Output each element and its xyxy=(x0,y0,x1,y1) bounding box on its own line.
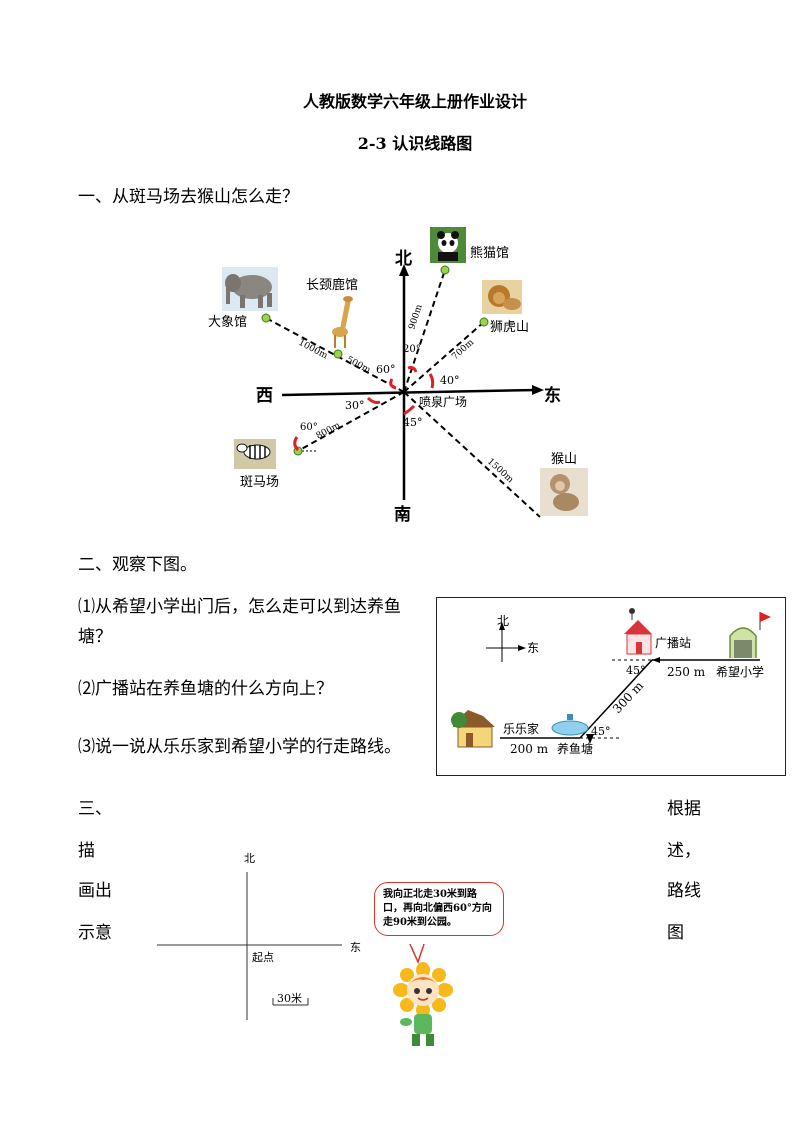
sunflower-mascot-icon xyxy=(393,962,453,1046)
map-north-label: 北 xyxy=(497,614,509,628)
home-label: 乐乐家 xyxy=(503,721,539,736)
section1-heading: 一、从斑马场去猴山怎么走？ xyxy=(78,187,299,207)
panda-label: 熊猫馆 xyxy=(470,245,509,261)
sketch-origin-label: 起点 xyxy=(252,951,274,964)
school-label: 希望小学 xyxy=(716,664,764,679)
fountain-label: 喷泉广场 xyxy=(419,395,467,409)
tiger-picture-icon xyxy=(482,280,522,314)
route-elephant xyxy=(265,317,405,393)
route-tiger xyxy=(403,321,485,393)
angle-arc-20 xyxy=(407,366,418,373)
elephant-node xyxy=(261,313,271,323)
zebra-picture-icon xyxy=(234,439,276,469)
zoo-route-diagram: 北 南 东 西 熊猫馆 长颈鹿馆 大象馆 狮虎山 喷泉广场 斑马场 猴山 100… xyxy=(208,227,588,525)
angle-label-60: 60° xyxy=(376,363,396,376)
angle-label-30: 30° xyxy=(345,399,365,412)
monkey-picture-icon xyxy=(540,468,588,516)
school-gate-icon xyxy=(729,612,771,658)
north-arrow-icon xyxy=(399,264,409,276)
route-map-box xyxy=(436,597,786,776)
angle-label-40: 40° xyxy=(440,374,460,387)
section3-right-1: 根据 xyxy=(667,799,701,819)
giraffe-label: 长颈鹿馆 xyxy=(306,277,358,293)
angle-label-45: 45° xyxy=(403,416,423,429)
section3-right-3: 路线 xyxy=(667,881,701,901)
pond-icon xyxy=(551,714,589,736)
tiger-node xyxy=(479,317,489,327)
distance-200: 200 m xyxy=(510,742,549,756)
section3-right-4: 图 xyxy=(667,923,684,943)
elephant-distance: 1000m xyxy=(297,338,330,362)
distance-300: 300 m xyxy=(610,678,647,716)
sketch-axes: 北 东 起点 30米 xyxy=(157,852,361,1020)
panda-distance: 900m xyxy=(407,303,425,331)
angle-arc-zebra xyxy=(293,436,300,452)
angle-label-zebra-60: 60° xyxy=(300,422,318,433)
elephant-label: 大象馆 xyxy=(208,315,247,330)
section2-heading: 二、观察下图。 xyxy=(78,555,197,575)
giraffe-distance: 500m xyxy=(345,355,373,376)
tiger-label: 狮虎山 xyxy=(490,320,529,335)
angle-45-top: 45° xyxy=(626,664,646,677)
question-2: ⑵广播站在养鱼塘的什么方向上？ xyxy=(78,679,333,699)
zebra-label: 斑马场 xyxy=(240,475,279,490)
page-subtitle: 2-3 认识线路图 xyxy=(357,134,473,153)
section3-left-1: 三、 xyxy=(78,799,112,819)
angle-label-20: 20° xyxy=(403,344,421,355)
angle-45-bottom: 45° xyxy=(591,725,611,738)
section3-right-2: 述， xyxy=(667,841,701,861)
speech-bubble: 我向正北走30米到路口，再向北偏西60°方向走90米到公园。 xyxy=(374,882,504,936)
angle-arc-60 xyxy=(389,378,397,390)
east-arrow-icon xyxy=(532,385,544,395)
route-map: 北 东 广播站 希望小学 乐乐家 养鱼塘 250 m 300 m 200 m 4… xyxy=(451,608,771,756)
broadcast-station-icon xyxy=(624,608,652,655)
sketch-north-label: 北 xyxy=(244,852,255,865)
sketch-east-label: 东 xyxy=(350,941,361,954)
scale-label: 30米 xyxy=(277,992,302,1005)
angle-arc-30 xyxy=(366,396,381,404)
distance-250: 250 m xyxy=(667,665,706,679)
route-monkey xyxy=(403,391,541,518)
west-label: 西 xyxy=(256,386,273,406)
section3-left-3: 画出 xyxy=(78,881,112,901)
south-label: 南 xyxy=(394,504,411,525)
angle-arc-40 xyxy=(428,373,435,389)
panda-picture-icon xyxy=(430,227,466,263)
question-1: ⑴从希望小学出门后，怎么走可以到达养鱼塘？ xyxy=(78,597,401,647)
home-icon xyxy=(451,710,495,748)
pond-label: 养鱼塘 xyxy=(557,741,593,756)
map-east-label: 东 xyxy=(527,641,539,655)
zebra-distance: 800m xyxy=(315,421,343,442)
page-title: 人教版数学六年级上册作业设计 xyxy=(302,92,527,111)
question-3: ⑶说一说从乐乐家到希望小学的行走路线。 xyxy=(78,737,401,757)
east-label: 东 xyxy=(544,385,561,406)
route-panda xyxy=(403,269,446,393)
section3-left-4: 示意 xyxy=(78,923,112,943)
tiger-distance: 700m xyxy=(450,337,476,362)
route-zebra xyxy=(297,391,405,452)
ew-axis xyxy=(281,388,537,397)
section3-left-2: 描 xyxy=(78,841,95,861)
giraffe-node xyxy=(333,349,343,359)
north-label: 北 xyxy=(395,249,412,269)
angle-arc-45 xyxy=(403,404,416,416)
bubble-tail xyxy=(409,944,425,965)
elephant-picture-icon xyxy=(222,267,278,311)
broadcast-label: 广播站 xyxy=(655,636,691,650)
giraffe-picture-icon xyxy=(332,296,353,348)
panda-node xyxy=(440,265,450,275)
monkey-label: 猴山 xyxy=(551,452,577,467)
broadcast-pond-route xyxy=(579,659,653,739)
